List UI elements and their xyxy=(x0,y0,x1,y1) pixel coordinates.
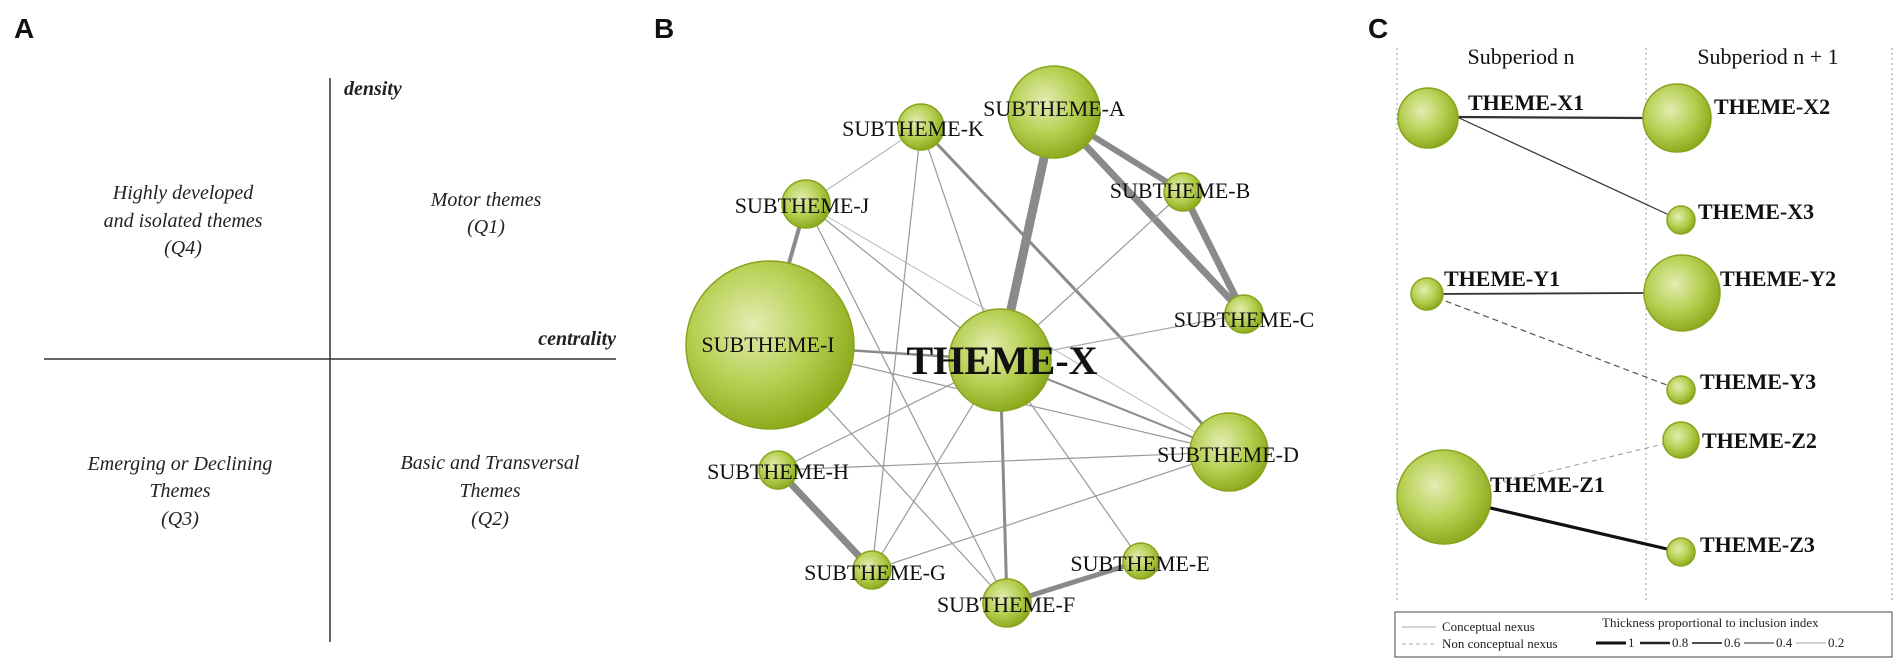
label-subtheme-g: SUBTHEME-G xyxy=(804,560,946,585)
node-theme-z2 xyxy=(1662,421,1700,459)
panel-letter-b: B xyxy=(654,13,674,44)
svg-text:Emerging or Declining: Emerging or Declining xyxy=(87,453,273,475)
edge-b-c xyxy=(1179,190,1248,316)
svg-text:(Q1): (Q1) xyxy=(467,216,505,238)
panel-a: A density centrality Highly developed an… xyxy=(14,13,616,642)
legend-scale-06: 0.6 xyxy=(1724,635,1741,650)
legend-scale-08: 0.8 xyxy=(1672,635,1688,650)
node-subtheme-i xyxy=(685,260,855,430)
link-x1-x3 xyxy=(1456,116,1681,221)
svg-text:(Q3): (Q3) xyxy=(161,508,199,530)
label-subtheme-f: SUBTHEME-F xyxy=(937,592,1075,617)
legend-scale-1: 1 xyxy=(1628,635,1635,650)
node-theme-x xyxy=(948,308,1052,412)
panel-letter-c: C xyxy=(1368,13,1388,44)
edge-k-g xyxy=(871,126,922,571)
panel-c: C Subperiod n Subperiod n + 1 xyxy=(1368,13,1893,658)
node-theme-y1 xyxy=(1410,277,1444,311)
node-theme-x1 xyxy=(1397,87,1459,149)
label-theme-z1: THEME-Z1 xyxy=(1490,472,1605,497)
link-y1-y3 xyxy=(1426,293,1681,391)
network-labels: SUBTHEME-A SUBTHEME-B SUBTHEME-C SUBTHEM… xyxy=(701,96,1314,617)
label-subtheme-e: SUBTHEME-E xyxy=(1070,551,1209,576)
node-subtheme-f xyxy=(982,578,1032,628)
node-theme-x3 xyxy=(1666,205,1696,235)
node-theme-x2 xyxy=(1642,83,1712,153)
quadrant-q2-label: Basic and Transversal Themes (Q2) xyxy=(401,452,580,530)
panel-b: B xyxy=(654,13,1314,628)
svg-text:Motor themes: Motor themes xyxy=(430,189,542,211)
svg-text:Themes: Themes xyxy=(149,480,210,502)
label-subtheme-d: SUBTHEME-D xyxy=(1157,442,1299,467)
label-theme-x2: THEME-X2 xyxy=(1714,94,1830,119)
quadrant-q3-label: Emerging or Declining Themes (Q3) xyxy=(87,453,273,530)
legend-scale-02: 0.2 xyxy=(1828,635,1844,650)
edge-h-d xyxy=(777,451,1230,471)
label-subtheme-i: SUBTHEME-I xyxy=(701,332,834,357)
label-theme-x: THEME-X xyxy=(906,338,1097,383)
legend-conceptual-label: Conceptual nexus xyxy=(1442,619,1535,634)
label-subtheme-j: SUBTHEME-J xyxy=(735,193,870,218)
column-header-subperiod-n1: Subperiod n + 1 xyxy=(1697,44,1838,69)
node-subtheme-k xyxy=(897,103,945,151)
node-subtheme-h xyxy=(758,450,798,490)
label-subtheme-b: SUBTHEME-B xyxy=(1110,178,1251,203)
legend-box xyxy=(1394,611,1893,658)
label-theme-z2: THEME-Z2 xyxy=(1702,428,1817,453)
node-subtheme-j xyxy=(781,179,831,229)
label-theme-y2: THEME-Y2 xyxy=(1720,266,1836,291)
edge-h-g xyxy=(775,467,875,573)
label-theme-y1: THEME-Y1 xyxy=(1444,266,1560,291)
node-subtheme-g xyxy=(852,550,892,590)
svg-text:Basic and Transversal: Basic and Transversal xyxy=(401,452,580,474)
column-header-subperiod-n: Subperiod n xyxy=(1468,44,1575,69)
evolution-labels: THEME-X1 THEME-X2 THEME-X3 THEME-Y1 THEM… xyxy=(1444,90,1836,557)
svg-text:(Q4): (Q4) xyxy=(164,237,202,259)
svg-text:Highly developed: Highly developed xyxy=(112,182,254,204)
panel-letter-a: A xyxy=(14,13,34,44)
legend: Conceptual nexus Non conceptual nexus Th… xyxy=(1394,611,1893,658)
node-theme-y2 xyxy=(1643,254,1721,332)
network-nodes xyxy=(685,65,1269,628)
legend-thickness-title: Thickness proportional to inclusion inde… xyxy=(1602,615,1819,630)
svg-text:Themes: Themes xyxy=(459,480,520,502)
label-theme-z3: THEME-Z3 xyxy=(1700,532,1815,557)
node-subtheme-d xyxy=(1189,412,1269,492)
label-subtheme-a: SUBTHEME-A xyxy=(983,96,1125,121)
y-axis-label: density xyxy=(344,78,402,100)
node-subtheme-e xyxy=(1122,542,1160,580)
node-subtheme-c xyxy=(1224,294,1264,334)
label-subtheme-k: SUBTHEME-K xyxy=(842,116,984,141)
link-x1-x2 xyxy=(1456,115,1644,120)
node-theme-y3 xyxy=(1666,375,1696,405)
svg-text:(Q2): (Q2) xyxy=(471,508,509,530)
legend-non-conceptual-label: Non conceptual nexus xyxy=(1442,636,1558,651)
legend-scale-04: 0.4 xyxy=(1776,635,1793,650)
evolution-nodes xyxy=(1396,83,1721,567)
quadrant-q4-label: Highly developed and isolated themes (Q4… xyxy=(104,182,263,259)
link-y1-y2 xyxy=(1426,292,1645,295)
svg-text:and isolated themes: and isolated themes xyxy=(104,210,263,232)
label-subtheme-h: SUBTHEME-H xyxy=(707,459,849,484)
label-theme-y3: THEME-Y3 xyxy=(1700,369,1816,394)
node-subtheme-b xyxy=(1163,172,1203,212)
label-subtheme-c: SUBTHEME-C xyxy=(1174,307,1315,332)
edge-g-d xyxy=(871,451,1230,571)
node-subtheme-a xyxy=(1007,65,1101,159)
label-theme-x3: THEME-X3 xyxy=(1698,199,1814,224)
node-theme-z3 xyxy=(1666,537,1696,567)
quadrant-q1-label: Motor themes (Q1) xyxy=(430,189,542,238)
edge-k-d xyxy=(919,125,1231,454)
node-theme-z1 xyxy=(1396,449,1492,545)
x-axis-label: centrality xyxy=(538,328,616,350)
label-theme-x1: THEME-X1 xyxy=(1468,90,1584,115)
